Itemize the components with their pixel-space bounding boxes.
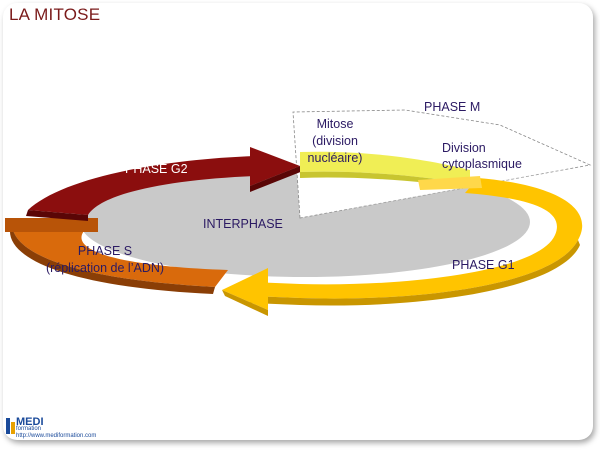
phase-g1-band [250, 178, 583, 299]
phase-s-band-shadow [9, 222, 215, 294]
phase-g2-arrowhead-shadow [250, 166, 303, 192]
label-phase-m: PHASE M [424, 100, 480, 114]
logo-name: MEDI [16, 416, 44, 428]
logo-mark-icon [6, 418, 15, 434]
phase-s-arrowhead [5, 218, 98, 232]
label-phase-g1: PHASE G1 [452, 258, 515, 272]
cytokinesis-band [418, 176, 482, 190]
phase-g2-band-shadow [26, 210, 88, 221]
label-phase-g2: PHASE G2 [125, 162, 188, 176]
logo-sub: formation [16, 426, 42, 432]
label-phase-s-2: (réplication de l’ADN) [46, 261, 164, 275]
phase-s-band [11, 222, 229, 287]
mitosis-band-shadow [300, 171, 470, 188]
label-mitose-2: (division [312, 134, 358, 148]
label-division-2: cytoplasmique [442, 157, 522, 171]
mitosis-band [300, 151, 470, 184]
label-division-1: Division [442, 141, 486, 155]
page-title: LA MITOSE [9, 5, 101, 24]
label-interphase: INTERPHASE [203, 217, 283, 231]
phase-g1-arrowhead-shadow [222, 290, 268, 316]
logo-url[interactable]: http://www.mediformation.com [16, 433, 97, 439]
phase-g2-arrowhead [250, 147, 300, 186]
phase-g1-band-shadow [250, 240, 580, 306]
phase-g2-band [28, 156, 255, 215]
label-mitose-1: Mitose [317, 117, 354, 131]
label-mitose-3: nucléaire) [308, 151, 363, 165]
label-phase-s-1: PHASE S [78, 244, 132, 258]
phase-g1-arrowhead [222, 268, 268, 310]
